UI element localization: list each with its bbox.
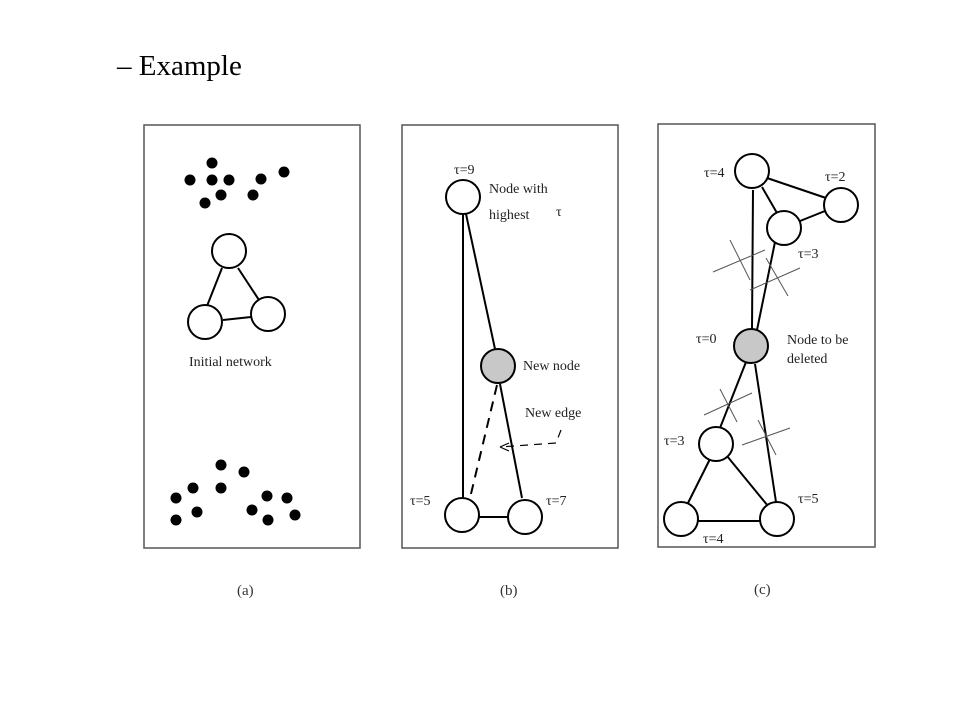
cut-mark	[712, 249, 766, 273]
dot	[255, 173, 267, 185]
node-bottom-right	[759, 501, 795, 537]
dot	[278, 166, 290, 178]
tau-top: τ=9	[454, 163, 475, 178]
dot	[184, 174, 196, 186]
node-lower-left	[698, 426, 734, 462]
panel-b-edges	[462, 213, 523, 518]
dot	[238, 466, 250, 478]
caption-c: (c)	[754, 582, 771, 598]
caption-a: (a)	[237, 583, 254, 599]
panel-b: τ=9 Node with highest τ New node New edg…	[401, 124, 619, 599]
tau-left: τ=5	[410, 494, 431, 509]
edge	[726, 455, 769, 507]
node-mid	[766, 210, 802, 246]
bottom-left-node	[444, 497, 480, 533]
edge	[719, 361, 747, 429]
dot	[170, 492, 182, 504]
new-edge-arrow	[499, 429, 562, 452]
bottom-dot-cluster	[170, 459, 301, 526]
cut-mark	[765, 257, 789, 297]
panel-a: Initial network (a)	[143, 124, 361, 599]
deleted-label: deleted	[787, 352, 827, 367]
edge	[237, 267, 260, 301]
node-with-label: Node with	[489, 182, 548, 197]
node-to-be-label: Node to be	[787, 333, 848, 348]
edge	[751, 189, 754, 330]
edge	[799, 210, 826, 222]
dot	[187, 482, 199, 494]
node-top-right	[823, 187, 859, 223]
edge	[465, 213, 496, 350]
cut-mark	[757, 419, 777, 456]
top-node-highest-tau	[445, 179, 481, 215]
edge	[766, 177, 827, 199]
node-to-be-deleted	[733, 328, 769, 364]
cut-marks	[703, 239, 801, 456]
bottom-right-node	[507, 499, 543, 535]
network-node	[211, 233, 247, 269]
tau-center: τ=0	[696, 332, 717, 347]
dot	[206, 157, 218, 169]
dot	[170, 514, 182, 526]
dot	[289, 509, 301, 521]
edge	[499, 383, 523, 499]
dot	[215, 482, 227, 494]
tau-lower-right: τ=5	[798, 492, 819, 507]
node-top-left	[734, 153, 770, 189]
dot	[215, 459, 227, 471]
dot	[223, 174, 235, 186]
tau-top-right: τ=2	[825, 170, 846, 185]
new-node-label: New node	[523, 359, 580, 374]
panel-c: τ=4 τ=2 τ=3 τ=0 Node to be deleted τ=3 τ…	[657, 123, 876, 598]
initial-network	[187, 233, 286, 340]
caption-b: (b)	[500, 583, 518, 599]
tau-lower-left: τ=3	[664, 434, 685, 449]
tau-mid: τ=3	[798, 247, 819, 262]
cut-mark	[749, 267, 801, 291]
dot	[215, 189, 227, 201]
panel-b-frame	[401, 124, 619, 549]
edge	[222, 316, 252, 321]
new-edge-label: New edge	[525, 406, 581, 421]
edge	[761, 186, 778, 214]
highest-tau-symbol: τ	[556, 205, 562, 220]
tau-top-left: τ=4	[704, 166, 725, 181]
new-node	[480, 348, 516, 384]
top-dot-cluster	[184, 157, 290, 209]
panel-c-edges	[687, 177, 827, 522]
tau-right: τ=7	[546, 494, 567, 509]
edge	[754, 363, 777, 503]
dot	[247, 189, 259, 201]
edge	[687, 458, 711, 504]
initial-network-label: Initial network	[189, 355, 272, 370]
edge	[756, 241, 776, 331]
dot	[206, 174, 218, 186]
slide-heading: – Example	[117, 50, 242, 82]
dot	[281, 492, 293, 504]
dot	[191, 506, 203, 518]
dot	[199, 197, 211, 209]
dot	[261, 490, 273, 502]
highest-label: highest	[489, 208, 530, 223]
node-bottom-left	[663, 501, 699, 537]
arrow-line	[499, 429, 562, 448]
tau-bottom: τ=4	[703, 532, 724, 547]
network-node	[250, 296, 286, 332]
network-node	[187, 304, 223, 340]
edge	[206, 267, 223, 307]
cut-mark	[719, 388, 738, 423]
dot	[246, 504, 258, 516]
panel-a-frame	[143, 124, 361, 549]
cut-mark	[729, 239, 751, 281]
dot	[262, 514, 274, 526]
new-edge-dashed	[469, 384, 498, 499]
arrow-head	[499, 442, 510, 452]
panel-c-frame	[657, 123, 876, 548]
